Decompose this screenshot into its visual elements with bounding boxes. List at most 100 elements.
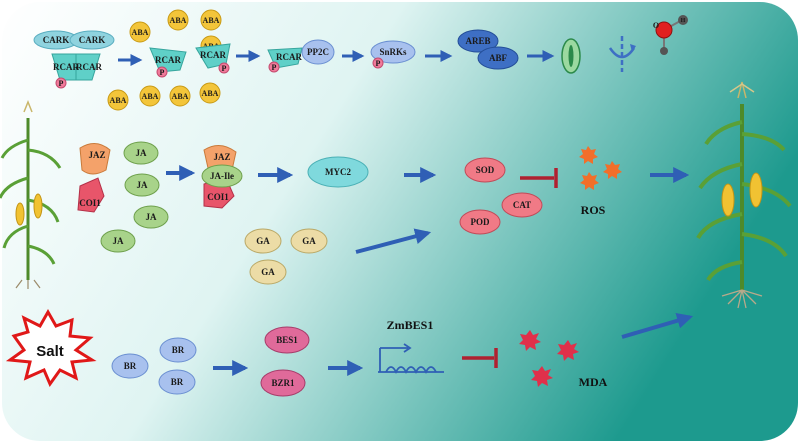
hydrogen-label: H (681, 18, 686, 24)
ga-molecule-2 (290, 228, 328, 254)
aba-bottom-label-3: ABA (172, 92, 189, 101)
phospho-dot-5 (372, 57, 384, 69)
bzr1-label: BZR1 (271, 378, 295, 388)
areb-protein (457, 29, 499, 53)
cark-protein-2 (69, 30, 115, 50)
phospho-dot-2 (156, 66, 168, 78)
maize-plant-small-icon (0, 99, 62, 289)
sod-label: SOD (476, 165, 495, 175)
salt-label: Salt (36, 343, 64, 360)
ja-molecule-2 (124, 173, 160, 197)
ros-label: ROS (581, 203, 606, 217)
phospho-label-1: P (59, 79, 64, 88)
ga-module: GA GA GA (244, 228, 432, 285)
sod-enzyme (464, 157, 506, 183)
myc2-protein (307, 156, 369, 188)
rcar-complex-label-1: RCAR (53, 62, 79, 72)
ja-molecule-4 (100, 229, 136, 253)
cark-label-2: CARK (79, 35, 106, 45)
jaz-label: JAZ (88, 150, 105, 160)
phospho-label-3: P (222, 64, 227, 73)
rcar-complex-2 (75, 53, 101, 81)
hydrogen-atom-icon-1 (678, 15, 688, 25)
br-label-2: BR (172, 345, 185, 355)
ja-label-2: JA (137, 180, 149, 190)
br-label-3: BR (171, 377, 184, 387)
br-molecule-3 (158, 369, 196, 395)
arrow-mda-to-plant (621, 312, 694, 339)
zmbes1-label: ZmBES1 (387, 318, 434, 332)
cat-label: CAT (513, 200, 531, 210)
ga-molecule-1 (244, 228, 282, 254)
ros-particles-icon (579, 146, 622, 190)
ja-label-1: JA (136, 148, 148, 158)
phospho-label-5: P (376, 59, 381, 68)
aba-molecule-bottom-1 (107, 89, 129, 111)
rcar-bound-1 (149, 47, 187, 73)
bzr1-protein (260, 369, 306, 397)
ja-label-3: JA (146, 212, 158, 222)
rcar-bound-label-1: RCAR (155, 55, 181, 65)
water-molecule-icon: O H (653, 15, 688, 55)
ga-molecule-3 (249, 259, 287, 285)
areb-label: AREB (465, 36, 490, 46)
aba-molecule-bottom-3 (169, 85, 191, 107)
aba-top-label-2: ABA (203, 16, 220, 25)
abf-label: ABF (489, 53, 508, 63)
aba-molecule-top-2 (200, 9, 222, 31)
coi1-complex-label: COI1 (207, 192, 229, 202)
ga-label-3: GA (261, 267, 275, 277)
br-module: Salt BR BR BR BES1 BZR1 ZmBES1 (5, 308, 694, 397)
ja-ile-label: JA-Ile (210, 171, 234, 181)
bes1-protein (264, 326, 310, 354)
oxygen-atom-icon (655, 21, 673, 39)
myc2-label: MYC2 (325, 167, 351, 177)
abf-protein (477, 46, 519, 70)
pp2c-label: PP2C (307, 47, 329, 57)
phospho-label-2: P (160, 68, 165, 77)
rcar-pp2c-label: RCAR (276, 52, 302, 62)
ga-label-1: GA (256, 236, 270, 246)
br-molecule-2 (159, 337, 197, 363)
br-label-1: BR (124, 361, 137, 371)
aba-bottom-label-2: ABA (142, 92, 159, 101)
rcar-bound-label-2: RCAR (200, 50, 226, 60)
jaz-complex-label: JAZ (213, 152, 230, 162)
ja-molecule-3 (133, 205, 169, 229)
phospho-dot-4 (268, 61, 280, 73)
aba-bottom-label-1: ABA (110, 96, 127, 105)
phospho-label-4: P (272, 63, 277, 72)
zmbes1-gene-icon (378, 343, 444, 375)
pod-label: POD (471, 217, 490, 227)
ja-module: JAZ COI1 JA JA JA JA JAZ COI1 JA-Ile MYC… (77, 141, 437, 253)
snrks-protein (370, 40, 416, 64)
salt-burst-icon (5, 308, 97, 388)
br-molecule-1 (111, 353, 149, 379)
coi1-label: COI1 (79, 198, 101, 208)
hydrogen-atom-icon-2 (660, 47, 668, 55)
coi1-protein (77, 177, 105, 213)
maize-plant-large-icon (696, 81, 792, 309)
pp2c-protein (301, 39, 335, 65)
phospho-dot-1 (55, 77, 67, 89)
stoma-pore-icon (568, 45, 574, 67)
jaz-protein (79, 143, 111, 175)
cark-label-1: CARK (43, 35, 70, 45)
ja-label-4: JA (113, 236, 125, 246)
oxygen-label: O (653, 21, 659, 30)
pod-enzyme (459, 209, 501, 235)
aba-molecule-bottom-4 (199, 82, 221, 104)
arrow-ga (355, 228, 432, 254)
aba-molecule-top-1 (167, 9, 189, 31)
rcar-complex-label-2: RCAR (76, 62, 102, 72)
phospho-dot-3 (218, 62, 230, 74)
aba-top-label-1: ABA (170, 16, 187, 25)
cat-enzyme (501, 192, 543, 218)
mda-particles-icon (519, 330, 579, 387)
water-loss-arrow-icon (608, 36, 636, 72)
antioxidant-module: SOD CAT POD ROS (459, 146, 690, 235)
ja-molecule-1 (123, 141, 159, 165)
